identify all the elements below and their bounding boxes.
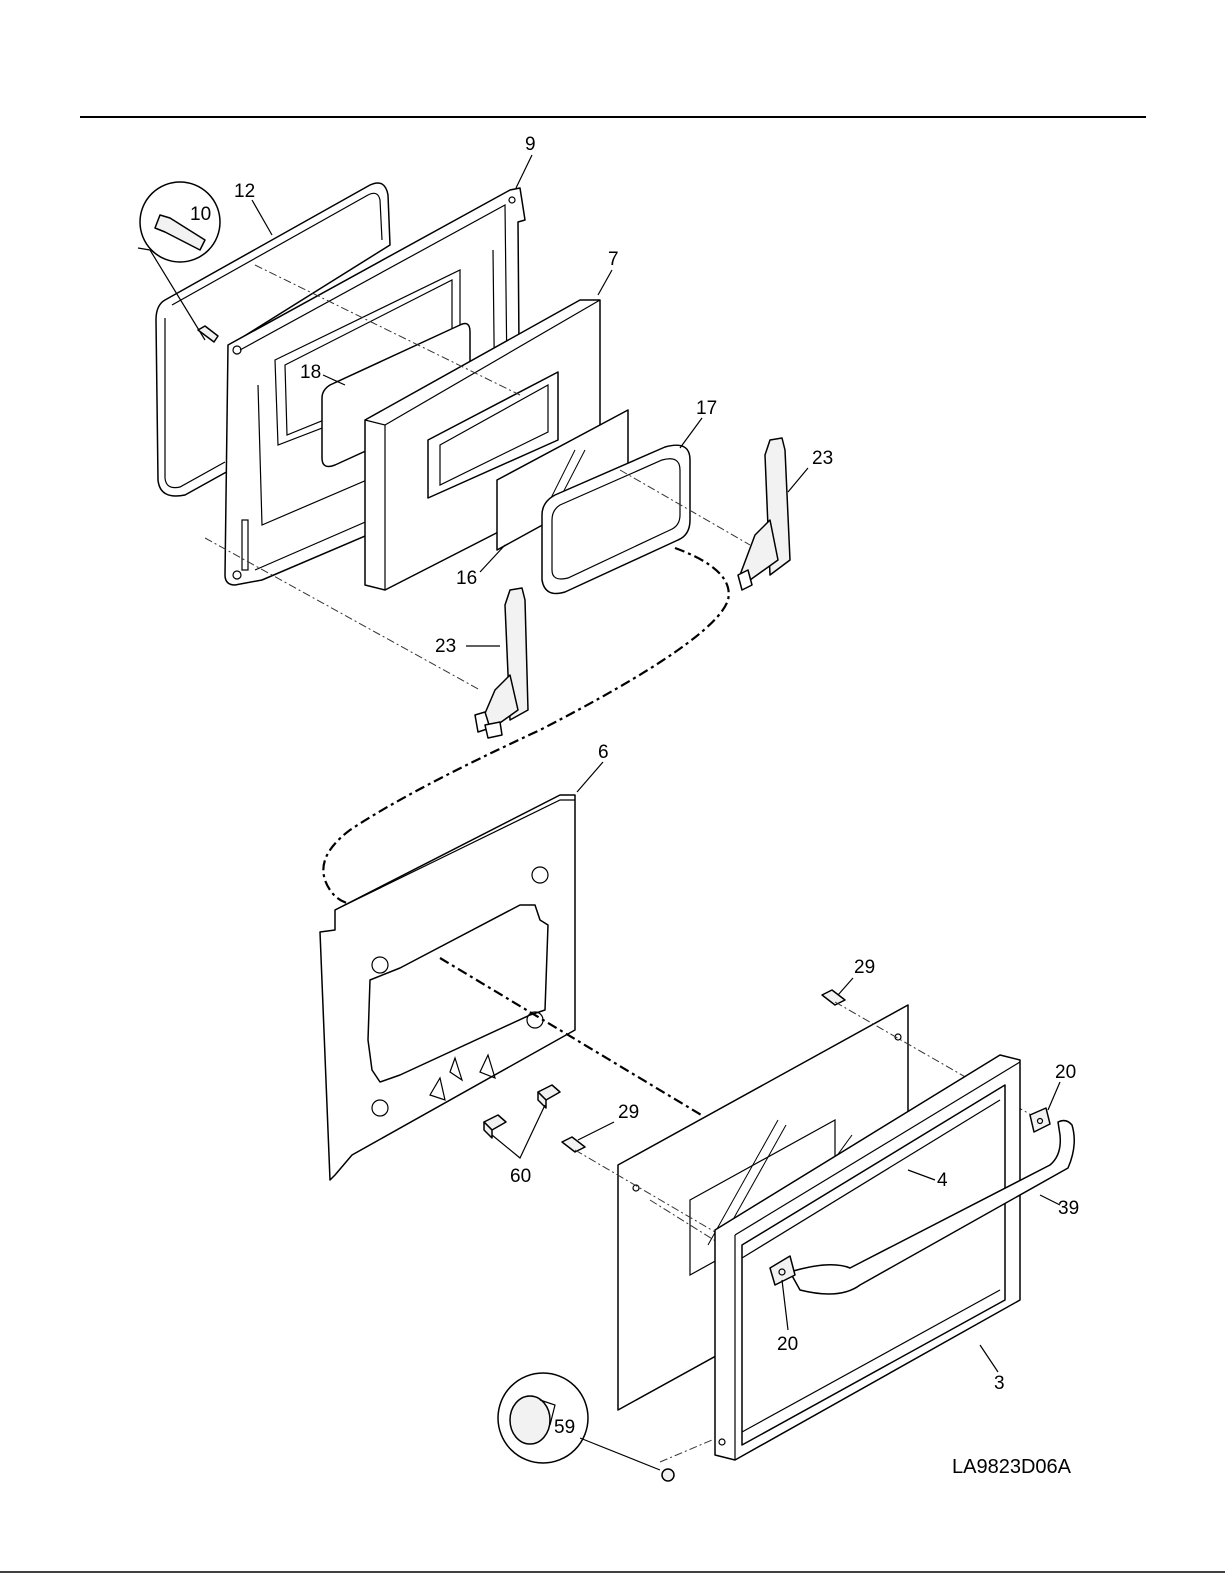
callout-29-top: 29 [854, 957, 875, 978]
assembly-line [660, 1440, 712, 1462]
callout-20-top: 20 [1055, 1062, 1076, 1083]
part-23-hinge-left [475, 588, 528, 738]
callout-12: 12 [234, 181, 255, 202]
callout-20-bottom: 20 [777, 1334, 798, 1355]
callout-4: 4 [937, 1170, 948, 1191]
callout-9: 9 [525, 134, 536, 155]
callout-10: 10 [190, 204, 211, 225]
callout-3: 3 [994, 1373, 1005, 1394]
callout-23-right: 23 [812, 448, 833, 469]
part-23-hinge-right [738, 438, 790, 590]
diagram-code: LA9823D06A [952, 1456, 1072, 1478]
callout-18: 18 [300, 362, 321, 383]
callout-39: 39 [1058, 1198, 1079, 1219]
callout-23-left: 23 [435, 636, 456, 657]
callout-29-bottom: 29 [618, 1102, 639, 1123]
callout-6: 6 [598, 742, 609, 763]
part-60-spacers [484, 1085, 560, 1158]
callout-59: 59 [554, 1417, 575, 1438]
callout-7: 7 [608, 249, 619, 270]
callout-60: 60 [510, 1166, 531, 1187]
callout-17: 17 [696, 398, 717, 419]
callout-16: 16 [456, 568, 477, 589]
